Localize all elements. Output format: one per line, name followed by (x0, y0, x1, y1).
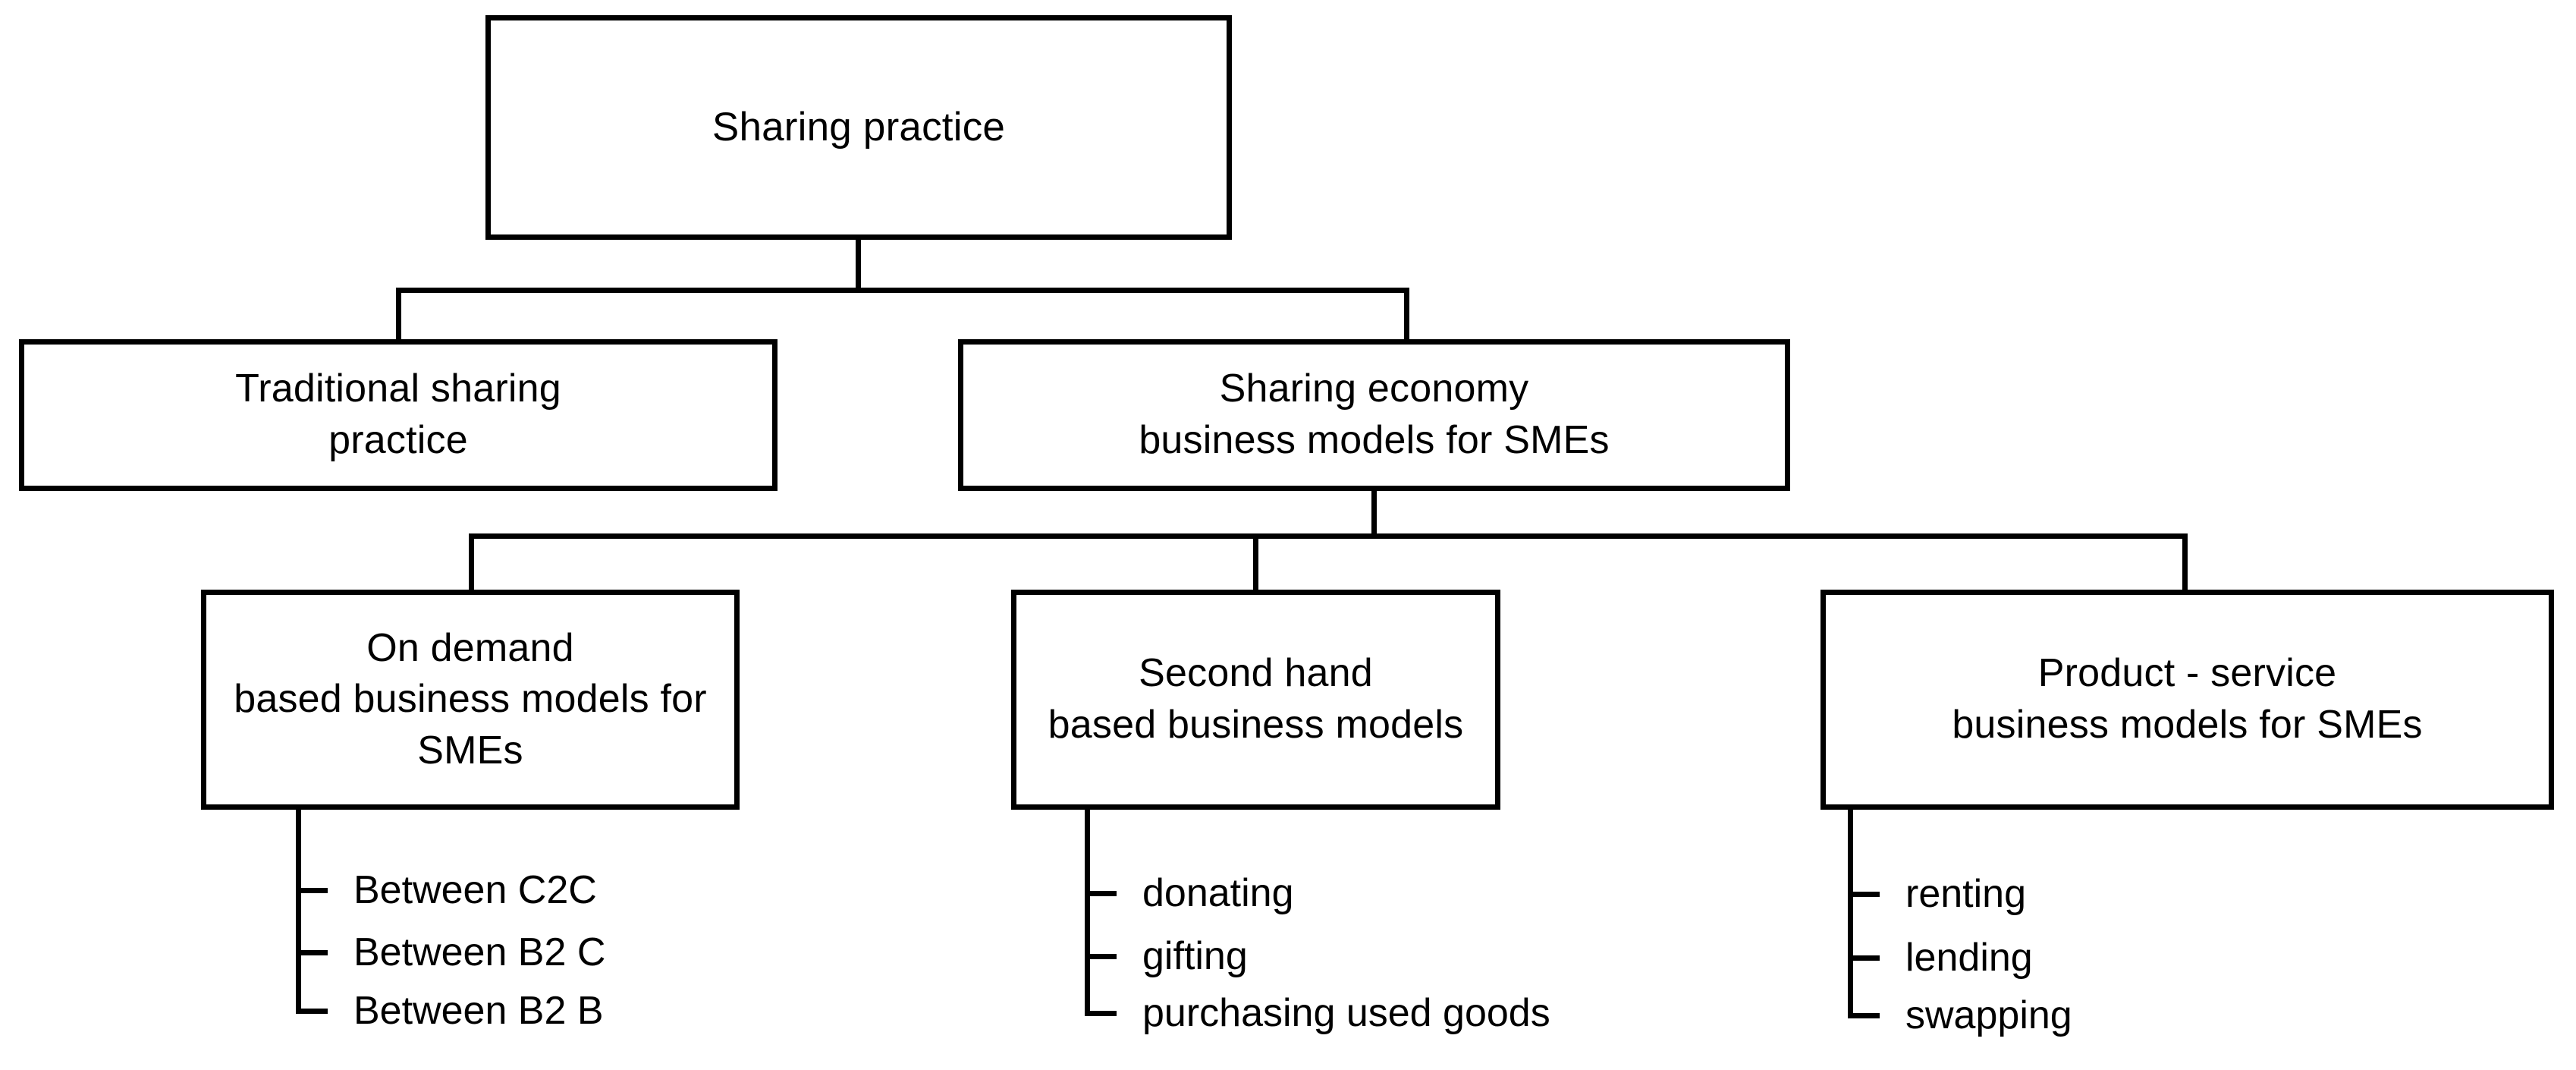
connector-se-drop-3 (2182, 533, 2188, 593)
node-second-hand-business-models: Second hand based business models (1011, 590, 1500, 810)
leaf-tick-icon (296, 949, 328, 955)
leaf-label: Between C2C (353, 868, 597, 912)
leaf-label: Between B2 C (353, 930, 606, 974)
leaf-label: purchasing used goods (1142, 991, 1550, 1035)
leaf-label: donating (1142, 871, 1294, 915)
leaf-spine-on-demand (296, 807, 301, 1013)
leaf-spine-product-service (1848, 807, 1853, 1017)
leaf-tick-icon (1848, 1012, 1880, 1018)
leaf-label: renting (1905, 872, 2026, 916)
leaf-label: lending (1905, 936, 2033, 980)
connector-root-drop-right (1404, 288, 1409, 342)
leaf-label: swapping (1905, 993, 2072, 1037)
leaf-tick-icon (1848, 955, 1880, 961)
node-traditional-sharing-practice-label: Traditional sharing practice (235, 367, 561, 462)
leaf-tick-icon (296, 1008, 328, 1014)
leaf-tick-icon (1848, 891, 1880, 897)
leaf-tick-icon (1085, 890, 1117, 896)
connector-se-bar (469, 533, 2188, 539)
node-on-demand-business-models: On demand based business models for SMEs (201, 590, 740, 810)
connector-se-drop-2 (1253, 533, 1258, 593)
leaf-label: gifting (1142, 934, 1248, 978)
leaf-spine-second-hand (1085, 807, 1090, 1015)
leaf-tick-icon (1085, 1010, 1117, 1016)
leaf-label: Between B2 B (353, 989, 604, 1033)
node-product-service-business-models: Product - service business models for SM… (1820, 590, 2554, 810)
node-sharing-practice-label: Sharing practice (712, 104, 1006, 149)
connector-se-drop-1 (469, 533, 474, 593)
node-sharing-economy-business-models: Sharing economy business models for SMEs (958, 339, 1790, 491)
connector-root-stem (856, 237, 861, 293)
connector-root-drop-left (396, 288, 401, 342)
node-second-hand-business-models-label: Second hand based business models (1048, 651, 1464, 747)
node-on-demand-business-models-label: On demand based business models for SMEs (234, 625, 707, 773)
node-traditional-sharing-practice: Traditional sharing practice (19, 339, 778, 491)
node-product-service-business-models-label: Product - service business models for SM… (1952, 651, 2423, 747)
leaf-tick-icon (296, 887, 328, 893)
connector-root-bar (396, 288, 1409, 293)
connector-se-stem (1371, 487, 1377, 537)
node-sharing-economy-business-models-label: Sharing economy business models for SMEs (1139, 367, 1610, 462)
node-sharing-practice: Sharing practice (485, 15, 1232, 240)
leaf-tick-icon (1085, 953, 1117, 959)
